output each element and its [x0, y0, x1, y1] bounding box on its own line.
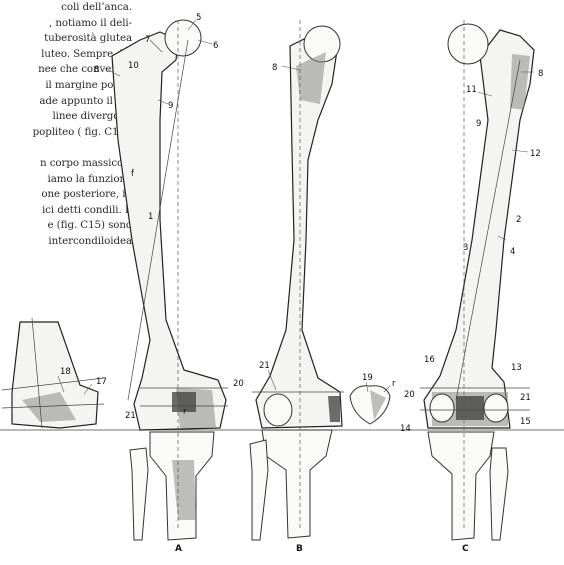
label-8: 8 — [538, 69, 543, 79]
anatomical-axis-line — [127, 39, 189, 401]
inset-distal-femur: 18 17 — [1, 317, 107, 429]
text-line: iamo la funzione — [47, 172, 133, 185]
text-line: intercondiloidea — [48, 234, 132, 247]
leader-line — [103, 67, 121, 77]
text-line: nee che convergo- — [38, 63, 132, 76]
text-line: linee divergono — [52, 110, 132, 123]
femur-view-c: 8 11 9 12 2 3 4 16 13 20 21 14 15 C — [400, 20, 543, 554]
label-6: 6 — [213, 41, 218, 51]
condyle-outline — [263, 393, 293, 427]
patella-shading — [328, 396, 340, 422]
text-line: e (fig. C15) sono — [47, 219, 132, 232]
label-20: 20 — [404, 390, 415, 400]
tibia-outline — [427, 431, 495, 541]
femur-outline — [423, 29, 535, 429]
label-5: 5 — [196, 13, 201, 23]
leader-line — [57, 375, 65, 393]
text-line: popliteo ( fig. C13). — [32, 125, 132, 138]
label-20: 20 — [233, 379, 244, 389]
leader-line — [477, 91, 493, 97]
label-1: 1 — [148, 212, 153, 222]
text-line: coli dell’anca. — [61, 1, 132, 13]
leader-line — [197, 39, 213, 45]
caption-b: B — [296, 544, 303, 554]
label-8: 8 — [94, 65, 99, 75]
femoral-head — [447, 23, 489, 65]
label-10: 10 — [128, 61, 139, 71]
text-line: il margine poste- — [45, 78, 132, 91]
label-19: 19 — [362, 373, 373, 383]
tibia-outline — [261, 429, 333, 539]
text-line: ici detti condili. Il — [41, 203, 132, 216]
leader-line — [267, 369, 277, 391]
leader-line — [281, 65, 301, 71]
fibula-outline — [489, 447, 509, 541]
label-11: 11 — [466, 85, 477, 95]
label-15: 15 — [520, 417, 531, 427]
leader-line — [157, 99, 169, 105]
caption-a: A — [175, 544, 182, 554]
femoral-head — [164, 19, 202, 57]
label-21: 21 — [125, 411, 136, 421]
anatomical-axis-line — [455, 59, 521, 401]
leader-line — [365, 381, 369, 393]
medial-condyle — [429, 393, 455, 423]
label-21: 21 — [520, 393, 531, 403]
leader-line — [383, 385, 391, 393]
label-r: r — [183, 407, 187, 417]
femur-outline — [255, 29, 343, 429]
label-21: 21 — [259, 361, 270, 371]
text-line: ade appunto il no- — [39, 94, 132, 107]
label-r: r — [392, 379, 396, 389]
intercondylar-notch-shading — [456, 396, 484, 420]
label-9: 9 — [476, 119, 481, 129]
label-13: 13 — [511, 363, 522, 373]
text-line: tuberosità glutea — [44, 32, 132, 45]
label-4: 4 — [510, 247, 515, 257]
trochanter-shading — [510, 54, 530, 110]
label-8: 8 — [272, 63, 277, 73]
label-f: f — [131, 169, 135, 179]
caption-c: C — [462, 544, 469, 554]
fibula-outline — [129, 447, 149, 541]
leader-line — [149, 39, 163, 53]
trochanter-shading — [296, 52, 326, 104]
inset-lower-line — [1, 403, 105, 409]
leader-line — [83, 383, 93, 395]
inset-horizontal-line — [1, 377, 105, 391]
text-line: luteo. Sempre dal — [41, 47, 132, 60]
text-line: n corpo massiccio — [40, 156, 132, 169]
text-line: , notiamo il deli- — [49, 16, 132, 29]
label-7: 7 — [145, 35, 150, 45]
patella-outline — [349, 385, 391, 425]
leader-line — [187, 19, 197, 31]
label-17: 17 — [96, 377, 107, 387]
label-2: 2 — [516, 215, 521, 225]
label-12: 12 — [530, 149, 541, 159]
inset-axis-line — [31, 317, 43, 429]
label-18: 18 — [60, 367, 71, 377]
lateral-condyle — [483, 393, 509, 423]
fibula-outline — [249, 439, 269, 541]
femur-outline — [111, 31, 227, 431]
patella-figure: 19 r — [349, 373, 396, 425]
text-line: one posteriore, in — [41, 188, 132, 201]
femur-view-a: 5 6 7 8 10 9 f 1 21 20 r A — [94, 13, 244, 554]
page-text-column: coli dell’anca. , notiamo il deli- tuber… — [0, 0, 132, 250]
inset-shading — [22, 392, 76, 422]
patella-shading — [370, 390, 386, 420]
leader-line — [511, 149, 529, 153]
label-16: 16 — [424, 355, 435, 365]
label-3: 3 — [463, 243, 468, 253]
label-14: 14 — [400, 424, 411, 434]
label-9: 9 — [168, 101, 173, 111]
leader-line — [497, 235, 507, 241]
femur-view-b: 8 21 B — [249, 20, 344, 554]
